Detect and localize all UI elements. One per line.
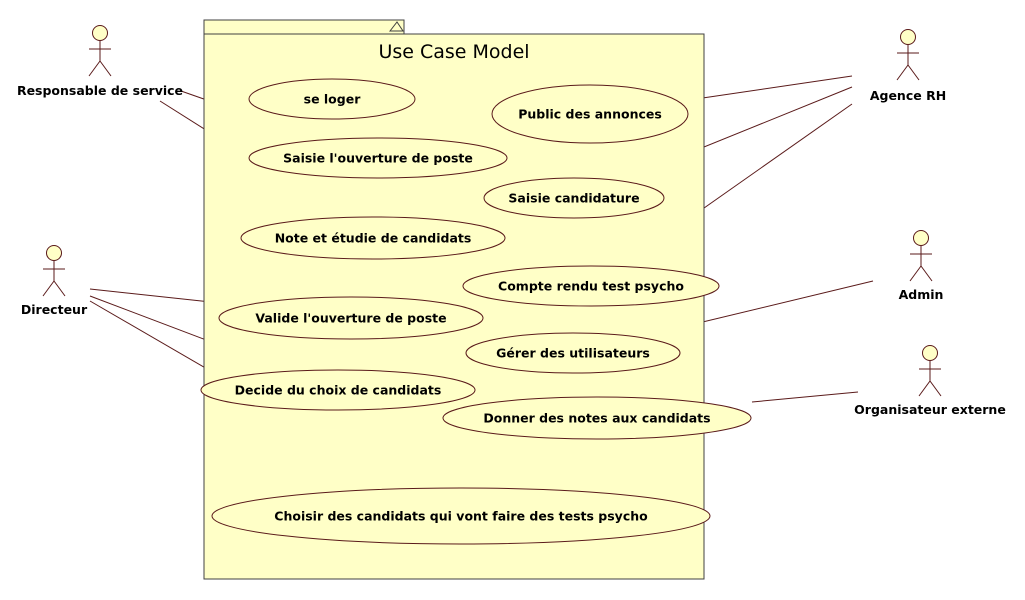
use-case-label: Compte rendu test psycho xyxy=(498,279,684,294)
use-case-ellipse[interactable] xyxy=(462,265,720,307)
use-case-label: Saisie candidature xyxy=(508,191,639,206)
use-case-label: se loger xyxy=(304,92,362,107)
use-case-loger[interactable]: se loger xyxy=(248,78,416,120)
use-case-label: Public des annonces xyxy=(518,107,662,122)
use-case-choisir[interactable]: Choisir des candidats qui vont faire des… xyxy=(211,487,711,545)
system-title: Use Case Model xyxy=(378,41,529,63)
use-case-public[interactable]: Public des annonces xyxy=(491,84,689,144)
use-case-label: Choisir des candidats qui vont faire des… xyxy=(274,509,648,524)
actor-stick-figure-icon[interactable] xyxy=(896,29,920,81)
actor-agence[interactable]: Agence RH xyxy=(870,29,946,104)
use-case-ellipse[interactable] xyxy=(248,137,508,179)
use-case-gerer[interactable]: Gérer des utilisateurs xyxy=(465,332,681,374)
use-case-label: Saisie l'ouverture de poste xyxy=(283,151,473,166)
system-boundary-tab xyxy=(203,19,405,35)
use-case-label: Note et étudie de candidats xyxy=(275,231,472,246)
use-case-ellipse[interactable] xyxy=(442,396,752,440)
use-case-label: Decide du choix de candidats xyxy=(235,383,442,398)
actor-responsable[interactable]: Responsable de service xyxy=(17,25,183,99)
use-case-saisie-poste[interactable]: Saisie l'ouverture de poste xyxy=(248,137,508,179)
actor-organisateur[interactable]: Organisateur externe xyxy=(854,345,1006,418)
actor-admin[interactable]: Admin xyxy=(899,230,944,303)
use-case-ellipse[interactable] xyxy=(483,177,665,219)
use-case-donner[interactable]: Donner des notes aux candidats xyxy=(442,396,752,440)
use-case-ellipse[interactable] xyxy=(211,487,711,545)
actor-label: Directeur xyxy=(21,302,88,317)
use-case-valide[interactable]: Valide l'ouverture de poste xyxy=(218,296,484,340)
actor-stick-figure-icon[interactable] xyxy=(88,25,112,77)
actor-directeur[interactable]: Directeur xyxy=(21,245,88,318)
actor-label: Admin xyxy=(899,287,944,302)
use-case-compte-rendu[interactable]: Compte rendu test psycho xyxy=(462,265,720,307)
association-agence-public xyxy=(688,75,853,101)
use-case-ellipse[interactable] xyxy=(248,78,416,120)
use-case-ellipse[interactable] xyxy=(240,216,506,260)
use-case-note-etude[interactable]: Note et étudie de candidats xyxy=(240,216,506,260)
actor-stick-figure-icon[interactable] xyxy=(918,345,942,397)
use-case-ellipse[interactable] xyxy=(465,332,681,374)
association-directeur-valide xyxy=(89,288,221,304)
association-organisateur-donner xyxy=(751,391,859,403)
use-case-ellipse[interactable] xyxy=(200,369,476,411)
use-case-label: Valide l'ouverture de poste xyxy=(255,311,446,326)
actor-stick-figure-icon[interactable] xyxy=(909,230,933,282)
use-case-ellipse[interactable] xyxy=(491,84,689,144)
use-case-label: Gérer des utilisateurs xyxy=(496,346,650,361)
use-case-ellipse[interactable] xyxy=(218,296,484,340)
use-case-decide[interactable]: Decide du choix de candidats xyxy=(200,369,476,411)
collapse-triangle-icon[interactable] xyxy=(388,21,404,32)
use-case-label: Donner des notes aux candidats xyxy=(483,411,710,426)
actor-label: Organisateur externe xyxy=(854,402,1006,417)
use-case-saisie-cand[interactable]: Saisie candidature xyxy=(483,177,665,219)
actor-stick-figure-icon[interactable] xyxy=(42,245,66,297)
actor-label: Agence RH xyxy=(870,88,946,103)
actor-label: Responsable de service xyxy=(17,83,183,98)
